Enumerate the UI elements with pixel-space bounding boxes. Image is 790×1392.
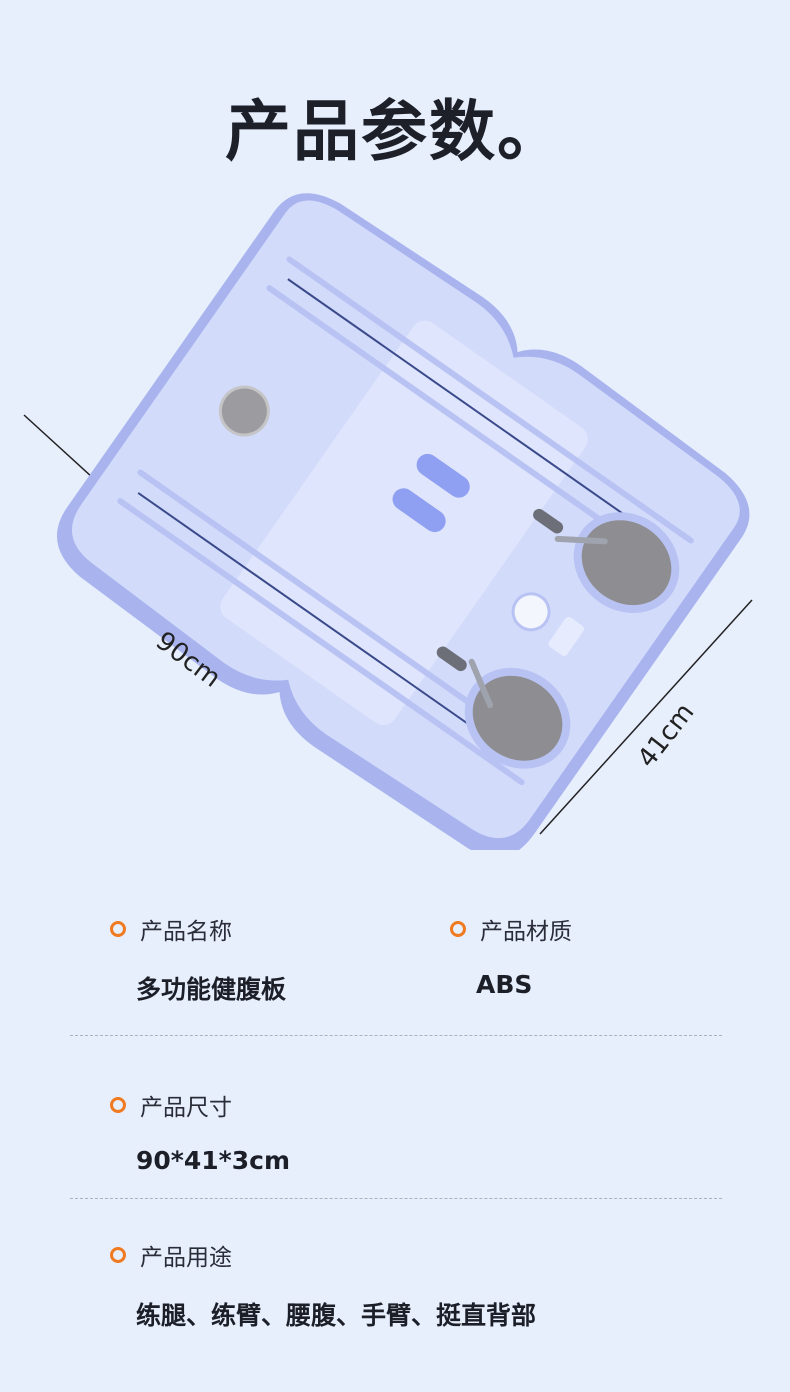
- disc-pad: [218, 385, 270, 437]
- divider: [70, 1198, 722, 1199]
- product-image-area: 90cm 41cm: [0, 190, 790, 850]
- grip-1: [533, 508, 564, 534]
- spec-size: 产品尺寸 90*41*3cm: [110, 1088, 290, 1175]
- center-panel: [220, 320, 588, 726]
- spec-usage: 产品用途 练腿、练臂、腰腹、手臂、挺直背部: [110, 1238, 536, 1332]
- divider: [70, 1035, 722, 1036]
- spec-usage-label: 产品用途: [140, 1245, 232, 1271]
- bullet-circle-icon: [450, 921, 466, 937]
- spec-name-label: 产品名称: [140, 919, 232, 945]
- handle-slot-2: [392, 488, 446, 533]
- foot-pad-2: [472, 675, 563, 761]
- board-group: [56, 193, 750, 850]
- spec-material: 产品材质 ABS: [450, 912, 572, 999]
- handle-slot-1: [416, 453, 470, 498]
- bullet-circle-icon: [110, 1097, 126, 1113]
- metal-rails: [137, 278, 674, 764]
- bullet-circle-icon: [110, 1247, 126, 1263]
- page-title: 产品参数。: [225, 93, 565, 170]
- spec-usage-value: 练腿、练臂、腰腹、手臂、挺直背部: [136, 1301, 537, 1330]
- grip-handles: [468, 535, 608, 709]
- width-dimension-line: [539, 599, 753, 835]
- spec-material-value: ABS: [476, 970, 533, 999]
- grip-2: [436, 646, 467, 672]
- counter-lock: [548, 616, 585, 656]
- spec-material-label: 产品材质: [480, 919, 572, 945]
- ab-board-illustration: [23, 193, 753, 850]
- spec-size-label: 产品尺寸: [140, 1095, 232, 1121]
- counter-dial: [511, 592, 551, 632]
- bullet-circle-icon: [110, 921, 126, 937]
- spec-name-value: 多功能健腹板: [136, 975, 287, 1004]
- spec-size-value: 90*41*3cm: [136, 1146, 290, 1175]
- spec-name: 产品名称 多功能健腹板: [110, 912, 286, 1006]
